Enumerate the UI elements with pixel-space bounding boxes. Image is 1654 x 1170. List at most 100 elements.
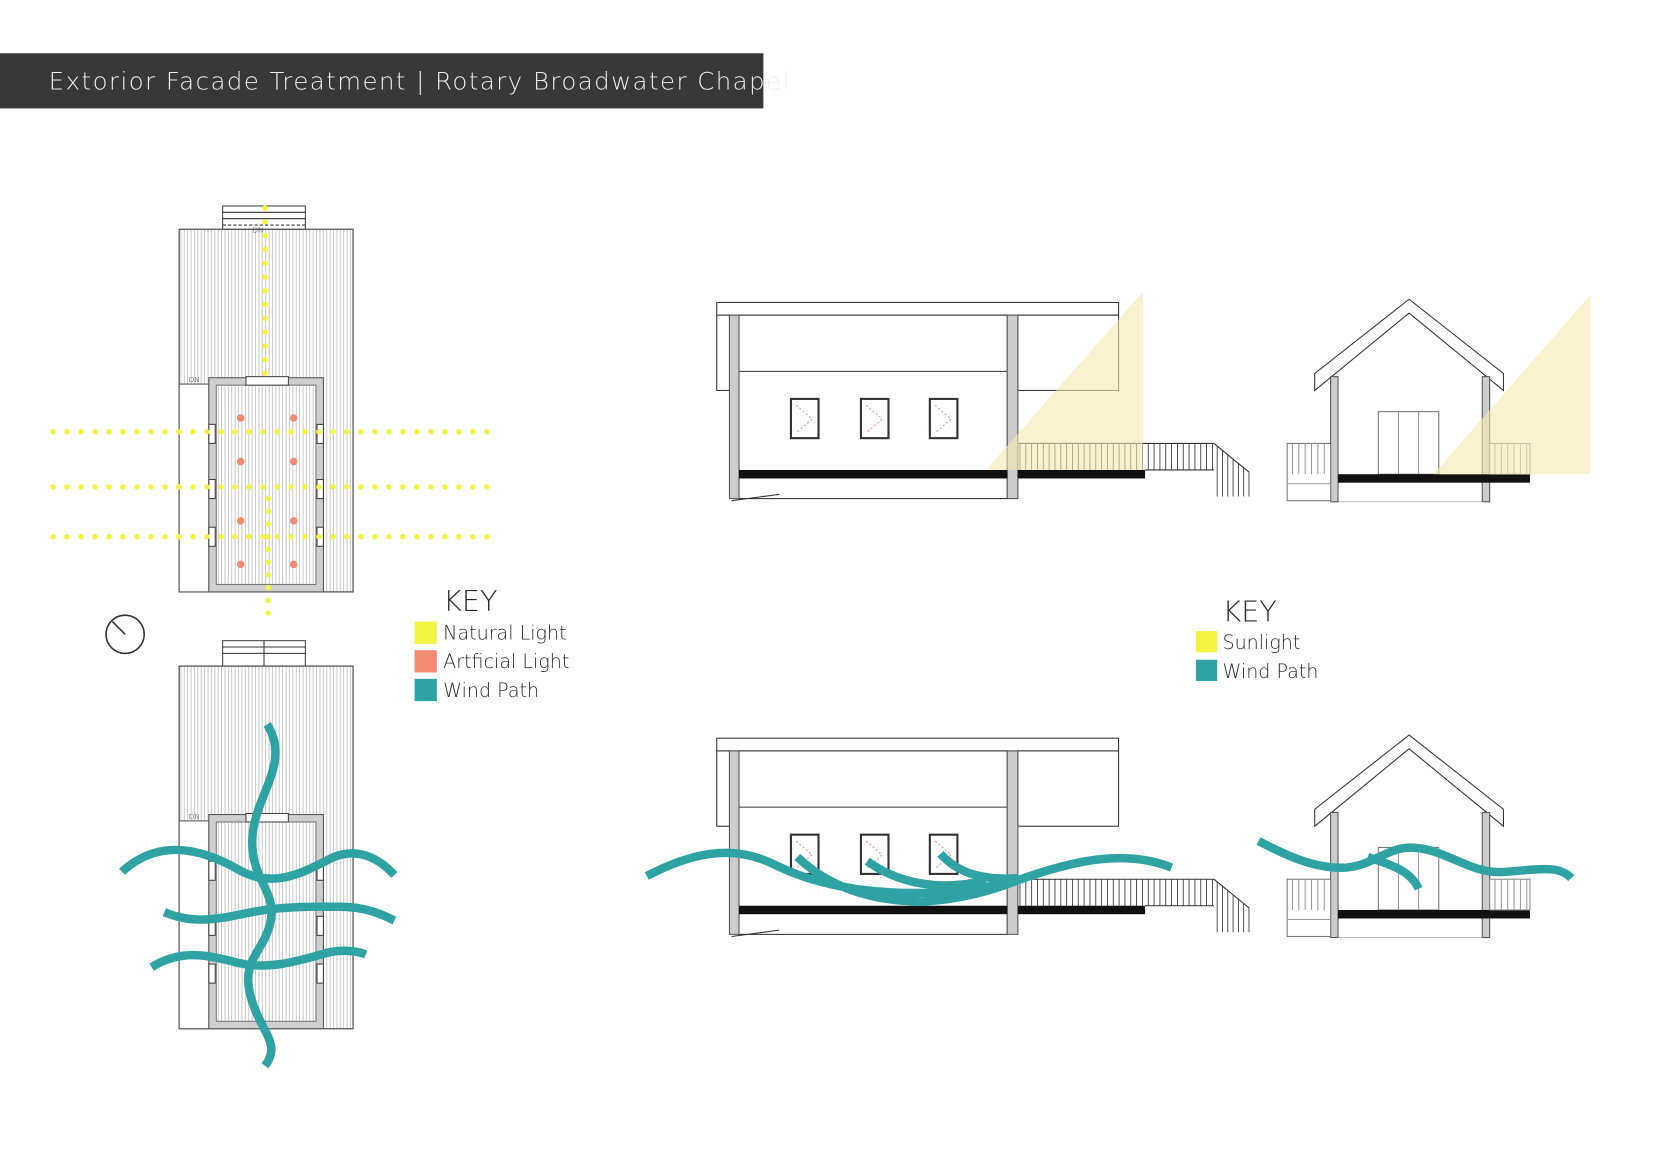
light-dot <box>50 429 56 435</box>
light-dot <box>232 484 238 490</box>
light-dot <box>372 429 378 435</box>
elevation-key: KEY Sunlight Wind Path <box>1195 595 1318 683</box>
light-dot <box>190 534 196 540</box>
light-dot <box>386 429 392 435</box>
light-dot <box>260 429 266 435</box>
light-dot <box>400 534 406 540</box>
light-dot <box>372 484 378 490</box>
dn-label: DN <box>252 225 263 234</box>
key-label: Natural Light <box>443 623 566 645</box>
light-dot <box>176 484 182 490</box>
light-dot <box>274 484 280 490</box>
sunlight-swatch <box>1195 631 1218 653</box>
light-fixture-dot <box>236 560 245 569</box>
side-elevation-wind <box>716 737 1250 938</box>
light-dot <box>265 610 272 616</box>
light-fixture-dot <box>289 560 298 569</box>
light-dot <box>428 534 434 540</box>
light-dot <box>265 521 272 527</box>
light-dot <box>204 484 210 490</box>
key-title: KEY <box>1222 595 1276 629</box>
light-dot <box>246 429 252 435</box>
light-dot <box>484 534 490 540</box>
light-dot <box>414 484 420 490</box>
light-dot <box>428 429 434 435</box>
light-fixture-dot <box>289 517 298 525</box>
light-dot <box>262 370 268 377</box>
light-dot <box>358 429 364 435</box>
light-dot <box>262 329 268 335</box>
wind-path-swatch <box>1195 659 1218 681</box>
key-label: Wind Path <box>443 680 539 702</box>
floor-plan-light: DN DN <box>50 205 490 616</box>
light-dot <box>470 429 476 435</box>
light-dot <box>442 484 448 490</box>
light-dot <box>316 534 322 540</box>
light-dot <box>288 484 294 490</box>
light-dot <box>400 484 406 490</box>
light-dot <box>456 429 462 435</box>
light-dot <box>456 534 462 540</box>
light-dot <box>262 301 268 308</box>
light-dot <box>470 534 476 540</box>
light-dot <box>414 534 420 540</box>
light-dot <box>274 429 280 435</box>
light-dot <box>265 508 272 515</box>
light-dot <box>120 429 126 435</box>
light-dot <box>316 429 322 435</box>
light-dot <box>176 534 182 540</box>
title-bar: Extorior Facade Treatment | Rotary Broad… <box>0 53 789 109</box>
natural-light-dots <box>50 205 490 616</box>
light-dot <box>78 534 84 540</box>
light-dot <box>120 534 126 540</box>
light-dot <box>344 484 350 490</box>
wind-paths <box>119 722 398 1069</box>
light-dot <box>428 484 434 490</box>
light-dot <box>92 534 98 540</box>
light-dot <box>386 534 392 540</box>
light-dot <box>372 534 378 540</box>
light-dot <box>204 534 210 540</box>
light-dot <box>218 534 224 540</box>
light-dot <box>204 429 210 435</box>
light-dot <box>265 559 272 565</box>
floor-plan-wind: DN <box>119 640 398 1069</box>
light-dot <box>106 484 112 490</box>
light-dot <box>262 205 268 211</box>
light-dot <box>232 429 238 435</box>
light-dot <box>134 429 140 435</box>
key-label: Sunlight <box>1222 632 1300 654</box>
light-dot <box>64 534 70 540</box>
key-title: KEY <box>443 584 497 618</box>
gable-section-wind <box>1286 734 1531 939</box>
light-dot <box>218 484 224 490</box>
light-dot <box>414 429 420 435</box>
light-dot <box>64 429 70 435</box>
light-dot <box>134 484 140 490</box>
light-dot <box>330 484 336 490</box>
light-dot <box>50 534 56 540</box>
light-dot <box>302 534 308 540</box>
light-dot <box>106 534 112 540</box>
light-dot <box>148 429 154 435</box>
light-dot <box>302 429 308 435</box>
light-dot <box>358 534 364 540</box>
light-dot <box>470 484 476 490</box>
light-fixture-dot <box>289 457 298 466</box>
light-dot <box>262 274 268 280</box>
light-dot <box>78 484 84 490</box>
light-fixture-dot <box>236 517 245 525</box>
light-dot <box>246 534 252 540</box>
light-dot <box>265 495 272 502</box>
light-dot <box>288 534 294 540</box>
light-dot <box>330 429 336 435</box>
light-dot <box>288 429 294 435</box>
light-dot <box>442 429 448 435</box>
light-dot <box>386 484 392 490</box>
wind-path-swatch <box>414 678 437 702</box>
light-dot <box>484 484 490 490</box>
light-dot <box>262 288 268 294</box>
light-dot <box>92 429 98 435</box>
light-dot <box>190 429 196 435</box>
